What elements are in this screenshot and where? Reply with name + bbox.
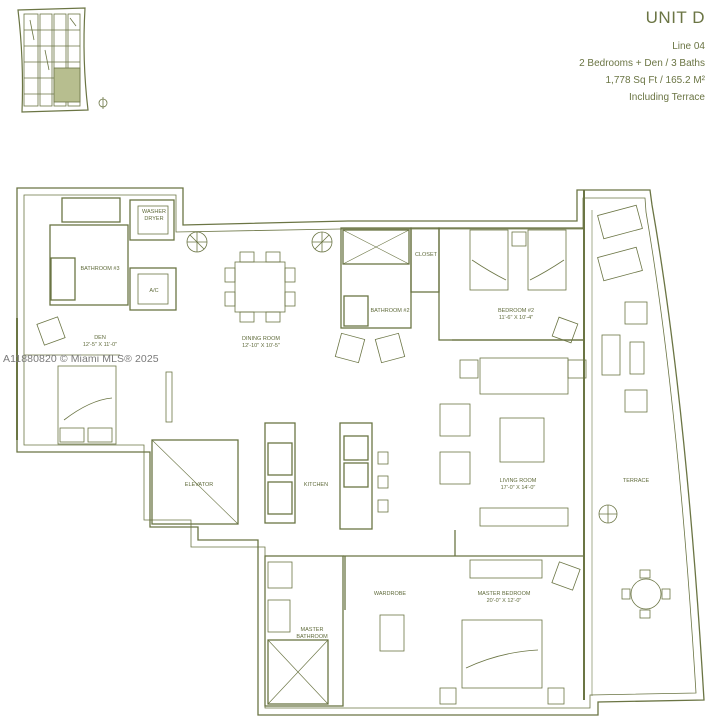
label-ac: A/C (149, 288, 158, 294)
label-closet: CLOSET (415, 252, 438, 258)
label-master-bedroom: MASTER BEDROOM (478, 591, 531, 597)
label-master: MASTER (301, 627, 324, 633)
label-living: LIVING ROOM (500, 478, 537, 484)
room-labels: BATHROOM #3 WASHER DRYER A/C DEN 12'-5" … (80, 209, 649, 640)
line-label: Line 04 (672, 41, 705, 52)
label-bathroom: BATHROOM (296, 634, 328, 640)
unit-title: UNIT D (645, 8, 705, 27)
label-bathroom3: BATHROOM #3 (80, 266, 119, 272)
key-plan (17, 7, 108, 113)
furniture (36, 204, 671, 705)
label-bedroom2: BEDROOM #2 (498, 308, 534, 314)
label-dining: DINING ROOM (242, 336, 280, 342)
terrace-note: Including Terrace (629, 92, 705, 103)
label-master-bedroom-dim: 20'-0" X 12'-0" (487, 598, 522, 604)
label-bedroom2-dim: 11'-6" X 10'-4" (499, 315, 533, 321)
label-den-dim: 12'-5" X 11'-0" (83, 342, 117, 348)
label-wardrobe: WARDROBE (374, 591, 407, 597)
label-washer: WASHER (142, 209, 166, 215)
bedrooms-label: 2 Bedrooms + Den / 3 Baths (579, 58, 705, 69)
label-dining-dim: 12'-10" X 10'-5" (242, 343, 280, 349)
label-bathroom2: BATHROOM #2 (370, 308, 409, 314)
watermark: A11880820 © Miami MLS® 2025 (3, 353, 159, 365)
label-kitchen: KITCHEN (304, 482, 328, 488)
label-elevator: ELEVATOR (185, 482, 213, 488)
label-den: DEN (94, 335, 106, 341)
sqft-label: 1,778 Sq Ft / 165.2 M² (605, 75, 706, 86)
label-terrace: TERRACE (623, 478, 650, 484)
label-dryer: DRYER (144, 216, 163, 222)
label-living-dim: 17'-0" X 14'-0" (501, 485, 536, 491)
unit-highlight (53, 67, 81, 103)
walls (16, 187, 705, 716)
